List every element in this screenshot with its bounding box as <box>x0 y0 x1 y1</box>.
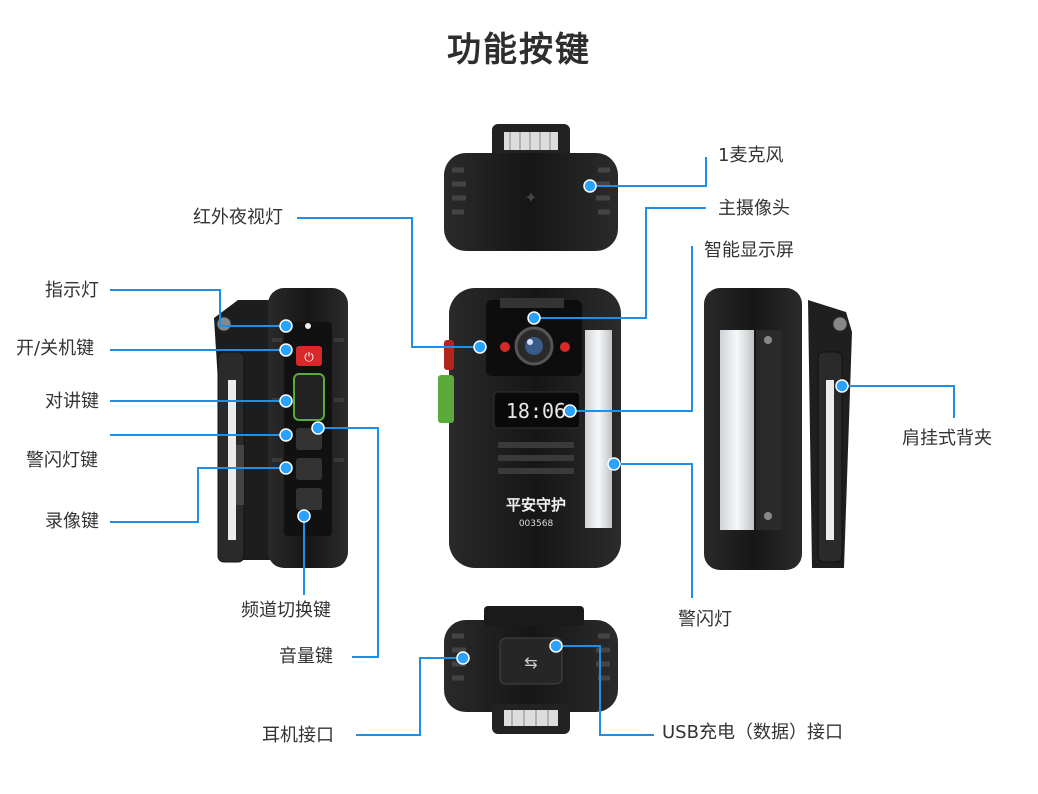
dot-indicator <box>279 319 293 333</box>
dot-ptt <box>279 394 293 408</box>
dot-alarm-key <box>279 428 293 442</box>
slogan-text: 平安守护 <box>506 496 566 514</box>
serial-text: 003568 <box>519 519 554 529</box>
callout-dots <box>279 179 849 665</box>
label-indicator: 指示灯 <box>45 280 99 301</box>
label-usb-port: USB充电（数据）接口 <box>662 722 843 743</box>
page-title: 功能按键 <box>447 30 591 70</box>
label-infrared-light: 红外夜视灯 <box>193 207 283 228</box>
dot-display <box>563 404 577 418</box>
label-mic: 1麦克风 <box>718 145 784 166</box>
top-view: ✦ <box>444 124 618 251</box>
bottom-view: ⇆ <box>444 606 618 734</box>
leader-lines <box>110 157 955 736</box>
dot-channel <box>297 509 311 523</box>
dot-usb <box>549 639 563 653</box>
dot-infrared <box>473 340 487 354</box>
front-view: 18:06 平安守护 003568 <box>438 288 621 568</box>
dot-main-camera <box>527 311 541 325</box>
label-power-key: 开/关机键 <box>16 338 95 359</box>
label-record-key: 录像键 <box>45 511 99 532</box>
label-alarm-light-key: 警闪灯键 <box>26 450 98 471</box>
dot-earphone <box>456 651 470 665</box>
label-alarm-light: 警闪灯 <box>678 609 732 630</box>
label-shoulder-clip: 肩挂式背夹 <box>902 428 992 449</box>
label-earphone-port: 耳机接口 <box>262 725 334 746</box>
dot-record <box>279 461 293 475</box>
label-channel-key: 频道切换键 <box>241 600 331 621</box>
label-volume-key: 音量键 <box>279 646 333 667</box>
dot-alarm-light <box>607 457 621 471</box>
dot-clip <box>835 379 849 393</box>
dot-volume <box>311 421 325 435</box>
dot-mic <box>583 179 597 193</box>
svg-text:⇆: ⇆ <box>524 653 537 672</box>
svg-text:⏻: ⏻ <box>304 350 314 364</box>
label-smart-display: 智能显示屏 <box>704 240 794 261</box>
svg-text:✦: ✦ <box>524 188 537 207</box>
label-main-camera: 主摄像头 <box>718 198 790 219</box>
left-side-view: ⏻ <box>214 288 348 568</box>
right-side-view <box>704 288 852 570</box>
dot-power <box>279 343 293 357</box>
label-ptt-key: 对讲键 <box>45 391 99 412</box>
display-time: 18:06 <box>506 399 566 423</box>
